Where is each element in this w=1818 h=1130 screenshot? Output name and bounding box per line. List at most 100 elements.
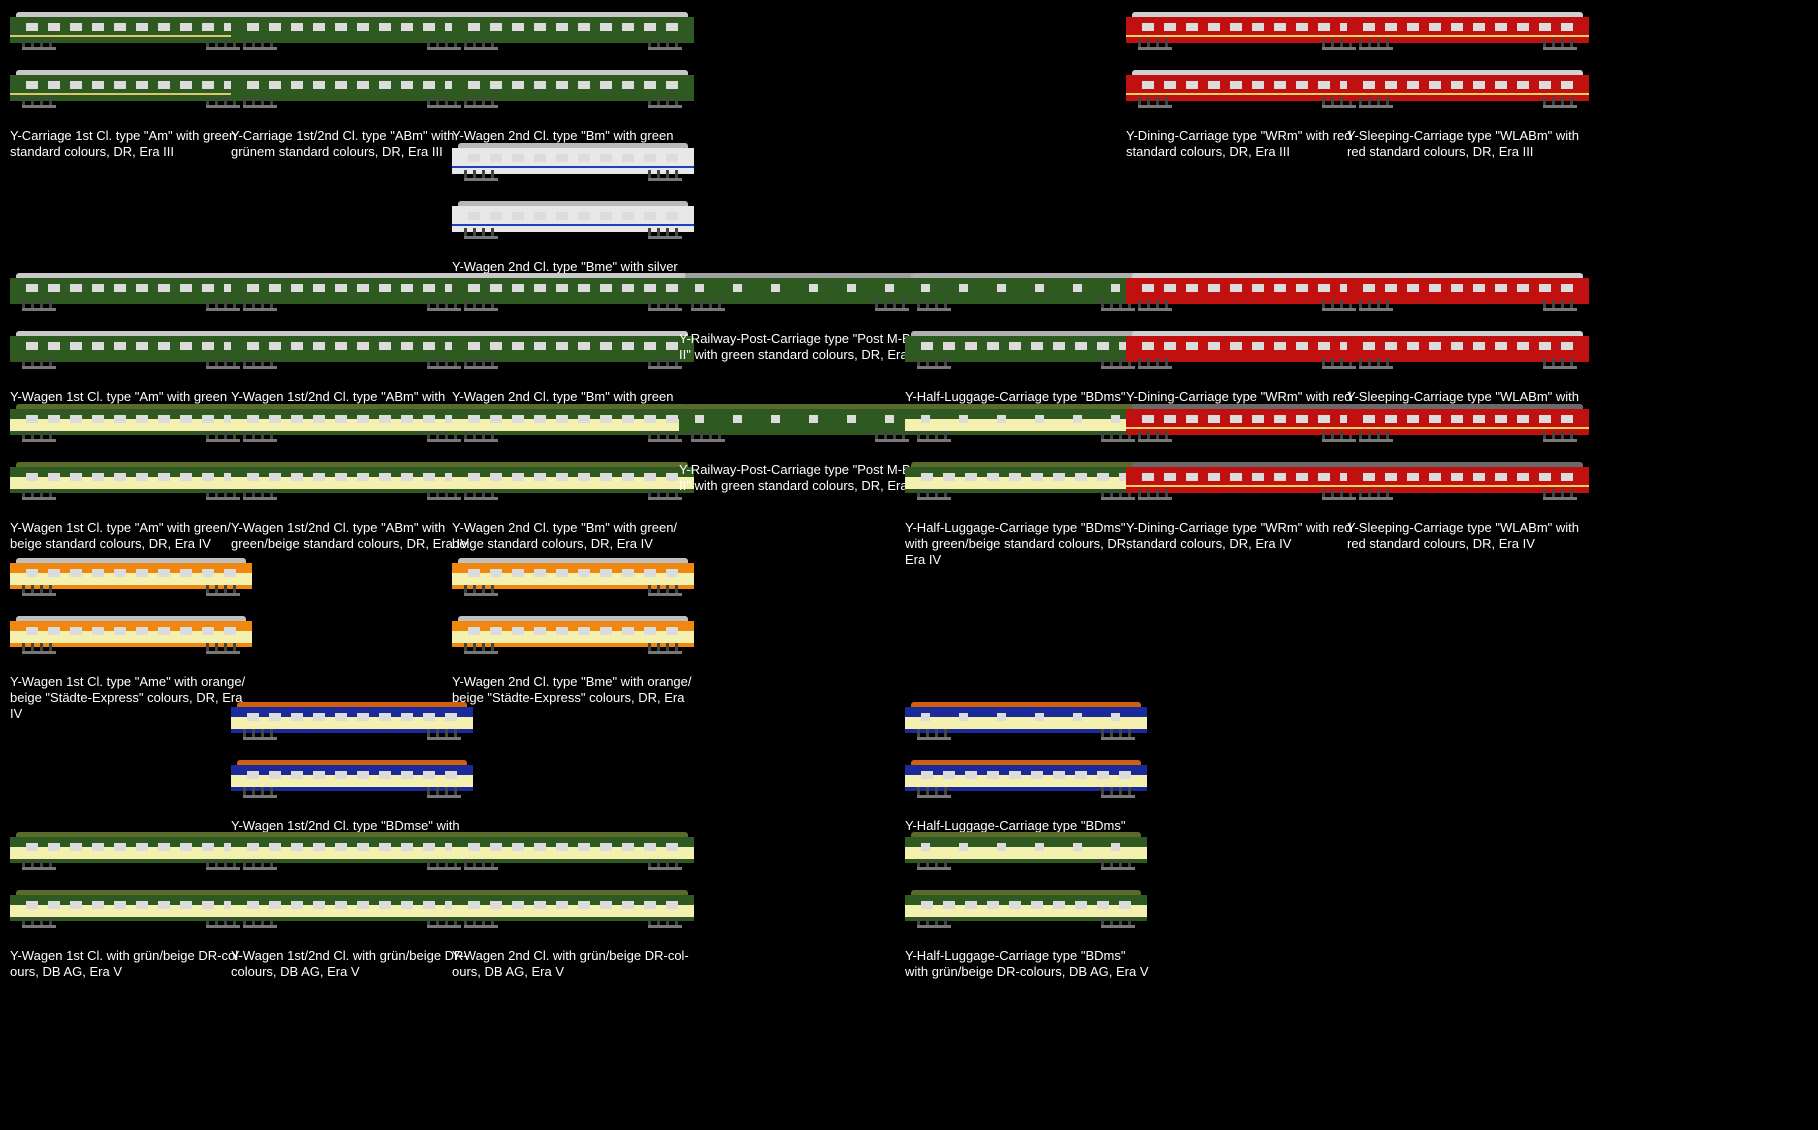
- carriage-image: [231, 331, 473, 371]
- carriage-caption: Y-Dining-Carriage type "WRm" with red st…: [1126, 128, 1352, 159]
- carriage-windows: [921, 415, 1131, 423]
- carriage-roof: [1132, 70, 1362, 76]
- carriage-roof: [237, 462, 467, 468]
- bogie-icon: [206, 917, 240, 928]
- bogie-icon: [22, 489, 56, 500]
- carriage-image: [452, 890, 694, 930]
- carriage-image: [1126, 404, 1368, 444]
- carriage-roof: [458, 273, 688, 279]
- bogie-icon: [917, 431, 951, 442]
- carriage-roof: [1132, 12, 1362, 18]
- bogie-icon: [464, 643, 498, 654]
- carriage-caption: Y-Wagen 1st Cl. type "Ame" with orange/ …: [10, 674, 246, 721]
- bogie-icon: [1359, 489, 1393, 500]
- carriage-entry-am-green-iii: Y-Carriage 1st Cl. type "Am" with green …: [10, 12, 255, 160]
- carriage-entry-bdms-db-v: Y-Half-Luggage-Carriage type "BDms" with…: [905, 832, 1150, 980]
- carriage-body: [231, 837, 473, 863]
- carriage-body: [1347, 278, 1589, 304]
- bogie-icon: [243, 97, 277, 108]
- carriage-windows: [468, 23, 678, 31]
- carriage-windows: [247, 342, 457, 350]
- bogie-icon: [22, 431, 56, 442]
- bogie-icon: [1138, 39, 1172, 50]
- carriage-image: [1347, 273, 1589, 313]
- carriage-entry-am-green-iv: Y-Wagen 1st Cl. type "Am" with green sta…: [10, 273, 255, 421]
- carriage-body: [905, 336, 1147, 362]
- carriage-entry-bm-green-iii: Y-Wagen 2nd Cl. type "Bm" with green sta…: [452, 12, 697, 160]
- carriage-image: [10, 558, 252, 598]
- bogie-icon: [1543, 300, 1577, 311]
- bogie-icon: [1543, 489, 1577, 500]
- carriage-windows: [468, 843, 678, 851]
- carriage-entry-wrm-red-iii: Y-Dining-Carriage type "WRm" with red st…: [1126, 12, 1371, 160]
- carriage-image: [905, 273, 1147, 313]
- carriage-roof: [458, 890, 688, 896]
- carriage-entry-bm-db-v: Y-Wagen 2nd Cl. with grün/beige DR-col- …: [452, 832, 697, 980]
- carriage-body: [452, 148, 694, 174]
- carriage-caption: Y-Wagen 1st Cl. with grün/beige DR-col- …: [10, 948, 243, 979]
- carriage-windows: [26, 342, 236, 350]
- carriage-roof: [458, 12, 688, 18]
- bogie-icon: [427, 729, 461, 740]
- carriage-roof: [1132, 331, 1362, 337]
- carriage-roof: [1353, 331, 1583, 337]
- carriage-roof: [458, 404, 688, 410]
- carriage-roof: [458, 331, 688, 337]
- bogie-icon: [206, 643, 240, 654]
- bogie-icon: [22, 300, 56, 311]
- carriage-caption: Y-Railway-Post-Carriage type "Post M-B I…: [679, 331, 924, 362]
- carriage-roof: [16, 558, 246, 564]
- carriage-roof: [16, 616, 246, 622]
- bogie-icon: [648, 859, 682, 870]
- carriage-body: [10, 278, 252, 304]
- bogie-icon: [464, 39, 498, 50]
- carriage-roof: [16, 890, 246, 896]
- carriage-image: [1126, 331, 1368, 371]
- carriage-entry-wlabm-red-iv-b: Y-Sleeping-Carriage type "WLABm" with re…: [1347, 404, 1592, 552]
- bogie-icon: [1543, 39, 1577, 50]
- bogie-icon: [917, 917, 951, 928]
- bogie-icon: [464, 917, 498, 928]
- carriage-body: [905, 765, 1147, 791]
- carriage-image: [905, 702, 1147, 742]
- carriage-entry-post-green-iv-b: Y-Railway-Post-Carriage type "Post M-B I…: [679, 404, 924, 494]
- carriage-image: [679, 404, 921, 444]
- carriage-entry-bme-silver-iii: Y-Wagen 2nd Cl. type "Bme" with silver t…: [452, 143, 697, 291]
- bogie-icon: [206, 300, 240, 311]
- carriage-caption: Y-Carriage 1st Cl. type "Am" with green …: [10, 128, 237, 159]
- carriage-windows: [1142, 342, 1352, 350]
- carriage-image: [10, 331, 252, 371]
- carriage-image: [452, 616, 694, 656]
- carriage-windows: [468, 342, 678, 350]
- carriage-windows: [1142, 23, 1352, 31]
- bogie-icon: [464, 585, 498, 596]
- carriage-image: [1347, 462, 1589, 502]
- carriage-body: [10, 17, 252, 43]
- bogie-icon: [917, 859, 951, 870]
- carriage-body: [10, 563, 252, 589]
- carriage-body: [452, 563, 694, 589]
- bogie-icon: [648, 585, 682, 596]
- carriage-body: [679, 409, 921, 435]
- carriage-windows: [468, 569, 678, 577]
- bogie-icon: [1322, 97, 1356, 108]
- bogie-icon: [427, 300, 461, 311]
- carriage-image: [452, 12, 694, 52]
- carriage-body: [1126, 467, 1368, 493]
- bogie-icon: [1322, 431, 1356, 442]
- carriage-image: [452, 201, 694, 241]
- carriage-entry-wrm-red-iv-a: Y-Dining-Carriage type "WRm" with red st…: [1126, 273, 1371, 421]
- carriage-entry-post-green-iv-a: Y-Railway-Post-Carriage type "Post M-B I…: [679, 273, 924, 363]
- carriage-caption: Y-Railway-Post-Carriage type "Post M-B I…: [679, 462, 924, 493]
- bogie-icon: [243, 787, 277, 798]
- carriage-caption: Y-Sleeping-Carriage type "WLABm" with re…: [1347, 128, 1580, 159]
- bogie-icon: [1322, 358, 1356, 369]
- carriage-body: [905, 837, 1147, 863]
- carriage-roof: [1353, 12, 1583, 18]
- bogie-icon: [206, 489, 240, 500]
- carriage-windows: [921, 284, 1131, 292]
- carriage-image: [231, 404, 473, 444]
- carriage-windows: [26, 901, 236, 909]
- bogie-icon: [464, 431, 498, 442]
- carriage-windows: [1363, 342, 1573, 350]
